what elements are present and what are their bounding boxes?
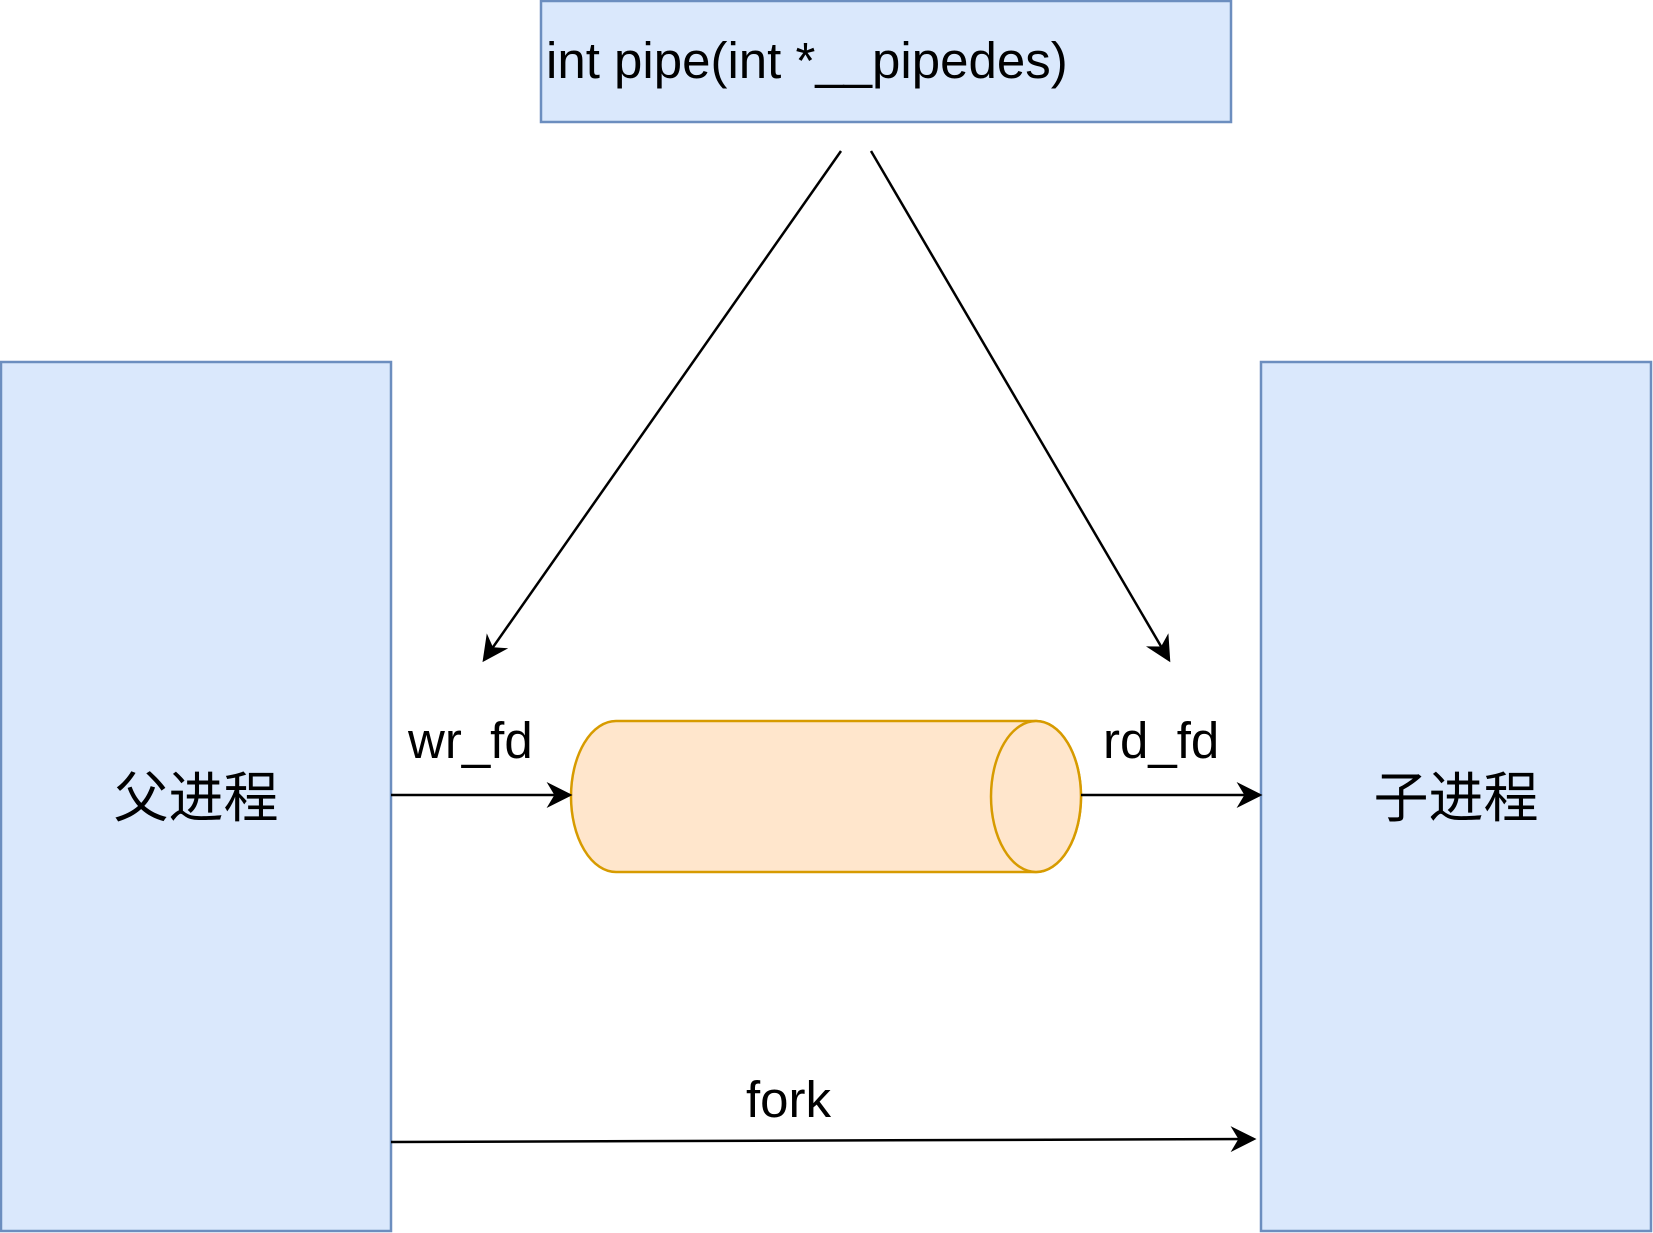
fork-label: fork [746,1071,832,1128]
parent-process-label: 父进程 [113,767,278,829]
parent-process-box: 父进程 [0,360,393,1233]
write-fd-label: wr_fd [407,712,533,769]
child-process-box: 子进程 [1259,360,1653,1233]
function-box: int pipe(int *__pipedes) [539,0,1233,124]
arrow-to-write-fd [482,150,843,663]
function-label: int pipe(int *__pipedes) [546,32,1068,89]
pipe-cylinder [569,719,1083,874]
arrow-to-read-fd [869,150,1171,663]
read-fd-label: rd_fd [1103,712,1219,769]
fork-arrow [390,1126,1257,1153]
child-process-label: 子进程 [1373,767,1538,829]
